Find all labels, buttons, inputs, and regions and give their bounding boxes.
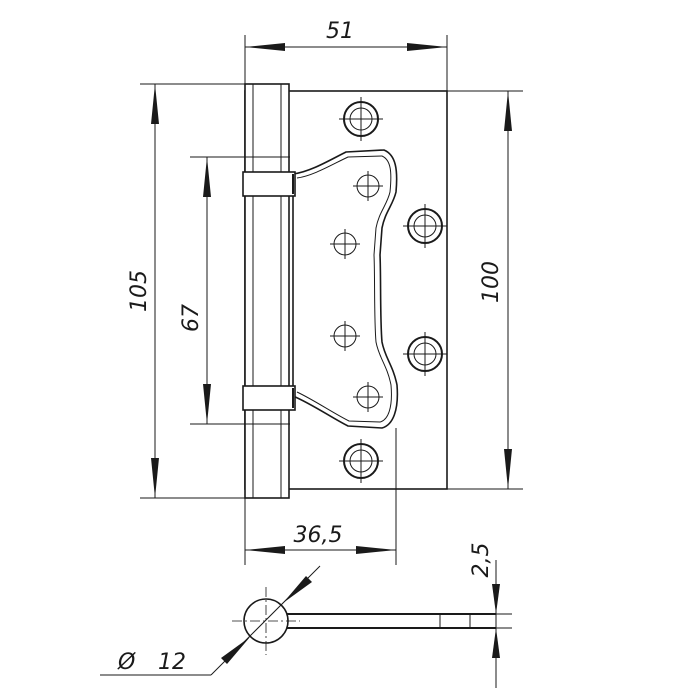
leaf-height-label: 100	[479, 261, 504, 303]
overall-height-label: 105	[127, 270, 152, 312]
dimension-overall-height: 105	[127, 83, 245, 499]
dimension-inner-leaf-height: 67	[179, 156, 290, 425]
screw-hole	[353, 382, 383, 412]
knuckle-diameter-label: 12	[158, 650, 186, 675]
diameter-symbol: Ø	[117, 650, 136, 675]
leaf-width-label: 36,5	[294, 523, 343, 548]
hinge-side-view	[232, 587, 496, 655]
bottom-knuckle-clip	[242, 385, 296, 411]
screw-hole	[403, 332, 447, 376]
inner-leaf	[292, 149, 399, 429]
top-knuckle-clip	[242, 171, 296, 197]
dimension-leaf-width: 36,5	[244, 428, 397, 565]
dimension-leaf-height: 100	[447, 90, 523, 490]
dimension-overall-width: 51	[244, 19, 448, 91]
hinge-knuckle	[244, 83, 290, 499]
dimension-knuckle-diameter: Ø 12	[100, 565, 321, 676]
screw-hole	[330, 321, 360, 351]
screw-hole	[339, 439, 383, 483]
screw-hole	[403, 204, 447, 248]
screw-hole	[330, 229, 360, 259]
thickness-label: 2,5	[469, 543, 494, 578]
dimension-thickness: 2,5	[469, 543, 512, 688]
screw-hole	[339, 97, 383, 141]
screw-hole	[353, 171, 383, 201]
overall-width-label: 51	[326, 19, 354, 44]
inner-leaf-height-label: 67	[179, 304, 204, 332]
inner-leaf-bend-line	[296, 155, 392, 423]
